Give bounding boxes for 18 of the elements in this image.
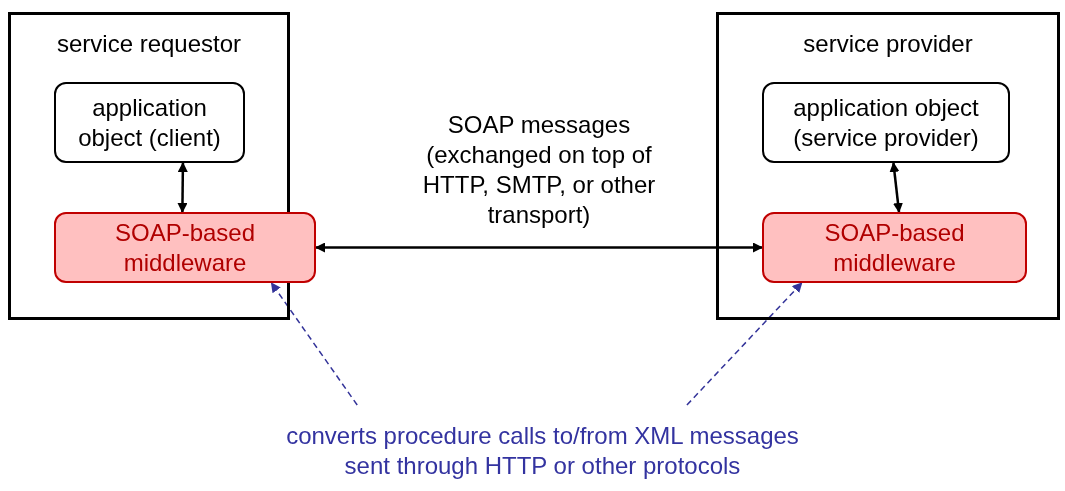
middleware-box (762, 212, 1027, 283)
component-label: SOAP-based middleware (113, 217, 257, 278)
box-heading: service requestor (56, 29, 242, 59)
component-box (762, 82, 1010, 163)
double-arrow (177, 162, 188, 213)
component-label: SOAP-based middleware (823, 217, 966, 278)
component-box (54, 82, 245, 163)
component-label: application object (service provider) (792, 92, 980, 153)
component-label: application object (client) (77, 92, 222, 153)
system-box (716, 12, 1060, 320)
dashed-arrow (686, 282, 803, 406)
middleware-box (54, 212, 316, 283)
box-heading: service provider (803, 29, 973, 59)
annotation-text: converts procedure calls to/from XML messages sent through HTTP or other protocols (285, 421, 800, 481)
dashed-arrow (270, 282, 358, 406)
edge-label: SOAP messages (exchanged on top of HTTP, SMTP, or other transport) (421, 109, 657, 230)
double-arrow (315, 242, 763, 253)
double-arrow (889, 162, 903, 213)
